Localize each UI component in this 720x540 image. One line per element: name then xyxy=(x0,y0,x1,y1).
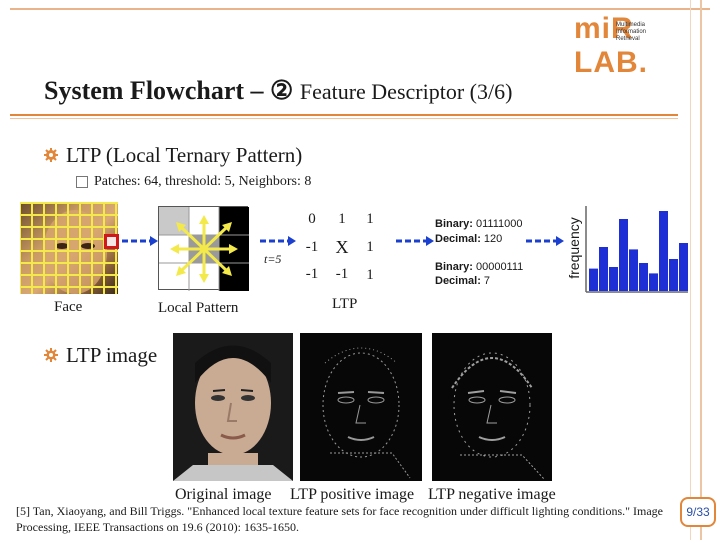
histogram-bar xyxy=(649,273,658,291)
histogram-bar xyxy=(669,259,678,291)
ltp-cell: 0 xyxy=(308,211,316,227)
decimal-value: 120 xyxy=(483,233,503,245)
title-normal: Feature Descriptor (3/6) xyxy=(299,79,513,104)
reference-citation: [5] Tan, Xiaoyang, and Bill Triggs. "Enh… xyxy=(16,504,664,534)
caption-negative: LTP negative image xyxy=(428,486,556,503)
binary-label: Binary: xyxy=(435,261,473,273)
arrow-pattern-to-ltp xyxy=(260,236,296,246)
logo-sub-2: Information xyxy=(616,29,647,35)
ltp-cell: 1 xyxy=(366,211,374,227)
ltp-positive-photo xyxy=(300,333,422,481)
bullet-patches: Patches: 64, threshold: 5, Neighbors: 8 xyxy=(94,174,312,189)
binary-value: 01111000 xyxy=(475,218,523,230)
ltp-positive-svg xyxy=(300,333,422,481)
logo-sub-1: Multimedia xyxy=(616,22,646,28)
histogram-bar xyxy=(619,219,628,291)
gear-bullet-icon xyxy=(44,148,58,162)
decimal-label: Decimal: xyxy=(435,233,481,245)
ltp-cell: -1 xyxy=(335,266,349,282)
arrow-binary-to-histogram xyxy=(526,236,564,246)
threshold-label: t=5 xyxy=(264,252,282,266)
ltp-grid: 0 1 1 -1 X 1 -1 -1 1 xyxy=(298,206,386,286)
bullet-ltp-image: LTP image xyxy=(66,343,158,367)
decimal-label: Decimal: xyxy=(435,275,481,287)
ltp-label: LTP xyxy=(332,296,358,312)
slide-title: System Flowchart – ② Feature Descriptor … xyxy=(44,76,512,106)
decimal-positive: Decimal: 120 xyxy=(435,233,502,245)
frame-right-line-2 xyxy=(690,0,691,540)
ltp-cell: -1 xyxy=(305,239,319,255)
histogram-bar xyxy=(639,263,648,291)
histogram-bar xyxy=(599,247,608,291)
ltp-cell: X xyxy=(335,237,349,257)
face-grid-image xyxy=(20,202,118,294)
binary-value: 00000111 xyxy=(475,261,524,273)
ltp-cell: 1 xyxy=(338,211,346,227)
local-pattern-label: Local Pattern xyxy=(158,300,239,316)
frequency-axis-label: frequency xyxy=(566,217,582,279)
decimal-value: 7 xyxy=(483,275,491,287)
face-grid-overlay xyxy=(20,202,118,294)
arrow-face-to-pattern xyxy=(122,236,158,246)
histogram-bar xyxy=(609,267,618,291)
frame-top-line xyxy=(10,8,710,10)
binary-positive: Binary: 01111000 xyxy=(435,218,522,230)
face-label: Face xyxy=(54,299,83,315)
ltp-cell: 1 xyxy=(366,267,374,283)
histogram-bar xyxy=(679,243,688,291)
gear-bullet-icon xyxy=(44,348,58,362)
histogram-bar xyxy=(629,249,638,291)
caption-positive: LTP positive image xyxy=(290,486,415,503)
title-underline xyxy=(10,114,678,116)
ltp-cell: 1 xyxy=(366,239,374,255)
original-face-photo xyxy=(173,333,293,481)
ltp-negative-svg xyxy=(432,333,552,481)
decimal-negative: Decimal: 7 xyxy=(435,275,490,287)
title-underline-2 xyxy=(10,118,678,119)
page-number-badge: 9/33 xyxy=(680,497,716,527)
mirlab-logo: miR LAB. Multimedia Information Retrieva… xyxy=(574,12,678,79)
bullet-ltp: LTP (Local Ternary Pattern) xyxy=(66,143,303,167)
original-face-svg xyxy=(173,333,293,481)
local-pattern-svg xyxy=(159,207,249,291)
local-pattern-grid xyxy=(158,206,249,291)
arrow-ltp-to-binary xyxy=(396,236,434,246)
histogram-bar xyxy=(589,268,598,291)
histogram-bar xyxy=(659,211,668,291)
caption-original: Original image xyxy=(175,486,272,503)
selected-patch-marker xyxy=(104,234,119,249)
frame-right-line xyxy=(700,0,702,540)
checkbox-bullet-icon xyxy=(76,176,88,188)
binary-negative: Binary: 00000111 xyxy=(435,261,523,273)
ltp-negative-photo xyxy=(432,333,552,481)
logo-sub-3: Retrieval xyxy=(616,36,640,42)
binary-label: Binary: xyxy=(435,218,473,230)
frequency-histogram xyxy=(585,206,688,293)
ltp-cell: -1 xyxy=(305,266,319,282)
logo-main-text: miR LAB. xyxy=(574,12,648,79)
title-bold: System Flowchart – ② xyxy=(44,76,294,105)
